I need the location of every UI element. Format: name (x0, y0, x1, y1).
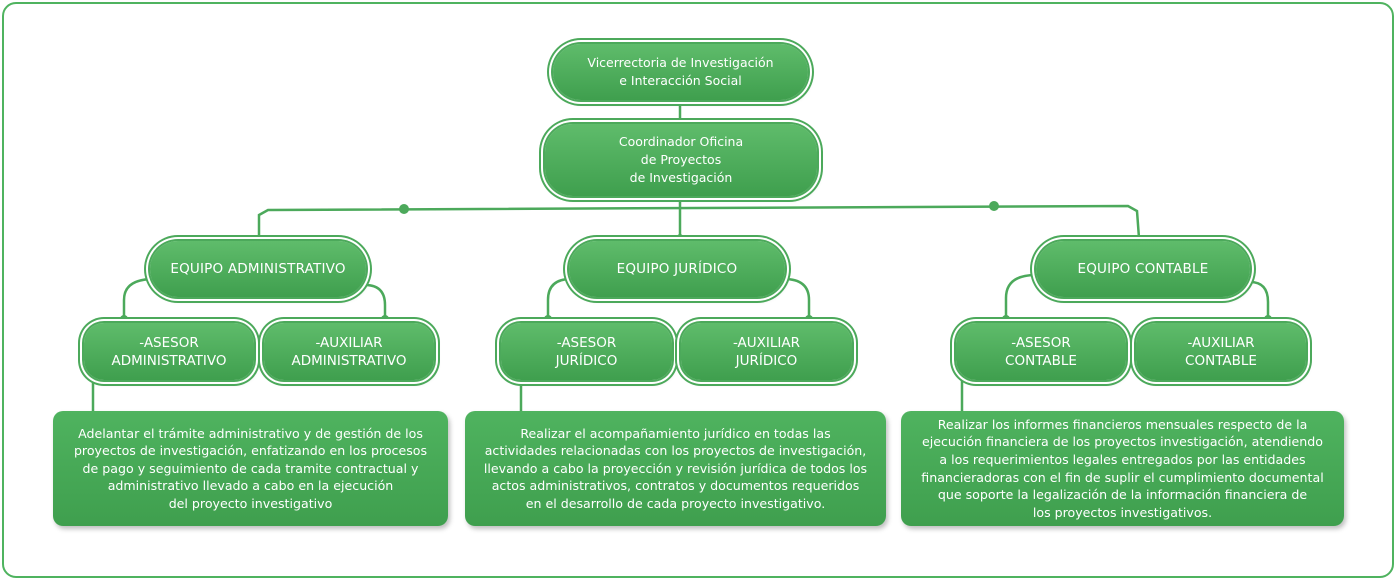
juridico-description: Realizar el acompañamiento jurídico en t… (465, 411, 886, 526)
auxiliar-juridico-node: -AUXILIAR JURÍDICO (681, 323, 852, 380)
contable-description: Realizar los informes financieros mensua… (901, 411, 1344, 526)
junction-dot-right (989, 201, 999, 211)
vicerrectoria-node: Vicerrectoria de Investigación e Interac… (553, 44, 808, 100)
auxiliar-contable-node: -AUXILIAR CONTABLE (1136, 323, 1306, 380)
asesor-juridico-node: -ASESOR JURÍDICO (501, 323, 672, 380)
asesor-contable-node: -ASESOR CONTABLE (956, 323, 1126, 380)
equipo-juridico-node: EQUIPO JURÍDICO (569, 241, 785, 297)
equipo-administrativo-node: EQUIPO ADMINISTRATIVO (150, 241, 366, 297)
equipo-contable-node: EQUIPO CONTABLE (1036, 241, 1250, 297)
administrativo-description: Adelantar el trámite administrativo y de… (53, 411, 448, 526)
junction-dot-left (399, 204, 409, 214)
coordinador-node: Coordinador Oficina de Proyectos de Inve… (545, 124, 817, 196)
auxiliar-administrativo-node: -AUXILIAR ADMINISTRATIVO (264, 323, 434, 380)
asesor-administrativo-node: -ASESOR ADMINISTRATIVO (84, 323, 254, 380)
